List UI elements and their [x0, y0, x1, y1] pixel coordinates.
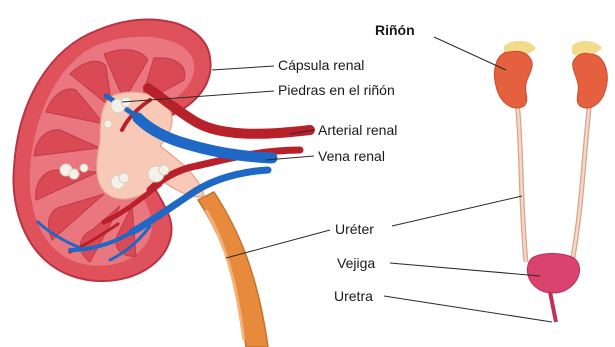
label-arterial-renal: Arterial renal	[318, 122, 397, 138]
label-rinon: Riñón	[375, 22, 415, 38]
label-capsula-renal: Cápsula renal	[278, 57, 364, 73]
label-vejiga: Vejiga	[337, 255, 375, 271]
label-uretra: Uretra	[334, 288, 373, 304]
label-vena-renal: Vena renal	[318, 148, 385, 164]
label-piedras-en-el-rinon: Piedras en el riñón	[278, 82, 395, 98]
label-ureter: Uréter	[335, 221, 374, 237]
